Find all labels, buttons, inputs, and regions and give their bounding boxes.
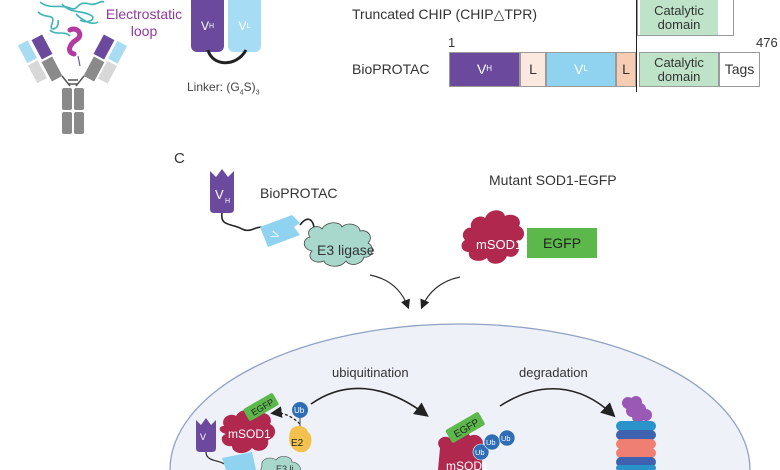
electrostatic-label-line1: Electrostatic bbox=[105, 6, 183, 22]
segment-vl-label: V bbox=[574, 61, 584, 78]
ubiquitinated-msod1: EGFP mSOD1 Ub Ub Ub bbox=[438, 412, 516, 470]
complex-msod1-icon bbox=[219, 409, 276, 454]
ubiq-msod1-icon bbox=[438, 431, 484, 470]
start-index: 1 bbox=[448, 35, 456, 50]
linker-curve-icon bbox=[206, 49, 248, 65]
e2-label: E2 bbox=[291, 438, 304, 449]
complex-e3-label: E3 li bbox=[276, 464, 294, 470]
complex-vh-icon bbox=[196, 418, 216, 452]
bioprotac-c-label: BioPROTAC bbox=[260, 185, 338, 201]
msod1-blob-icon bbox=[461, 210, 525, 264]
protein-ribbon-icon bbox=[37, 0, 105, 37]
antibody-fc bbox=[62, 88, 84, 134]
antibody-illustration bbox=[17, 0, 127, 134]
ub-chain-3-icon bbox=[498, 429, 516, 447]
electrostatic-loop-icon bbox=[67, 26, 83, 57]
vh-domain-icon bbox=[210, 169, 234, 213]
segment-tags: Tags bbox=[719, 52, 760, 87]
proteasome-cap bbox=[622, 396, 652, 423]
scfv-vl-sub: L bbox=[246, 22, 251, 30]
ub-transfer-dashed-arrow bbox=[270, 406, 301, 425]
complex-vl-icon bbox=[222, 452, 256, 470]
antibody-left-arm bbox=[17, 34, 63, 84]
vh-sub: H bbox=[225, 198, 230, 205]
vl-domain-icon bbox=[260, 215, 300, 247]
proteasome-ring-1 bbox=[616, 421, 656, 431]
segment-catalytic-label: Catalytic domain bbox=[654, 54, 704, 84]
complex-ub-label: Ub bbox=[294, 406, 305, 415]
divider-line bbox=[636, 0, 637, 92]
segment-vl-sub: L bbox=[583, 64, 588, 74]
linker-mid: S) bbox=[243, 80, 256, 94]
vl-label: V bbox=[269, 229, 283, 241]
segment-linker-1-label: L bbox=[529, 61, 537, 78]
ub-chain-3-label: Ub bbox=[501, 434, 511, 443]
scfv-vl-label: V bbox=[238, 19, 247, 33]
segment-vh-sub: H bbox=[486, 64, 493, 74]
segment-linker-2-label: L bbox=[622, 61, 630, 78]
linker-sub-4: 4 bbox=[239, 89, 244, 97]
ubiquitination-arrow bbox=[310, 387, 429, 417]
end-index: 476 bbox=[756, 35, 778, 50]
bioprotac-construct: V H V bbox=[210, 169, 373, 267]
proteasome-ring-6 bbox=[616, 465, 656, 470]
complex-egfp-box bbox=[243, 393, 279, 421]
cell-membrane bbox=[169, 323, 751, 470]
truncated-chip-label: Truncated CHIP (CHIP△TPR) bbox=[352, 6, 538, 22]
ub-chain-2-label: Ub bbox=[486, 438, 496, 447]
ub-chain-1-icon bbox=[472, 443, 490, 461]
converging-arrows bbox=[369, 274, 461, 310]
ternary-complex: V EGFP mSOD1 E3 li Ub E2 bbox=[196, 393, 312, 470]
segment-linker-2: L bbox=[616, 52, 636, 87]
mutant-sod1-label: Mutant SOD1-EGFP bbox=[489, 172, 617, 188]
segment-linker-1: L bbox=[520, 52, 546, 87]
scfv-vh-label: V bbox=[200, 19, 209, 33]
egfp-label: EGFP bbox=[542, 235, 582, 251]
proteasome-ring-4 bbox=[616, 448, 656, 458]
e3-ligase-cloud-icon bbox=[303, 222, 373, 267]
ub-chain-1-label: Ub bbox=[475, 448, 485, 457]
panel-c-letter: C bbox=[174, 150, 185, 167]
arrow-from-msod1 bbox=[420, 276, 461, 310]
msod1-label: mSOD1 bbox=[476, 237, 523, 252]
complex-ub-icon bbox=[292, 402, 308, 418]
e2-enzyme-icon bbox=[289, 426, 312, 453]
segment-vh-label: V bbox=[476, 61, 487, 78]
ubiq-msod1-label: mSOD1 bbox=[446, 459, 489, 470]
proteasome-icon bbox=[616, 396, 656, 470]
ubiquitination-label: ubiquitination bbox=[332, 365, 409, 380]
ubiq-egfp-box bbox=[445, 412, 485, 443]
vh-label: V bbox=[215, 187, 224, 202]
segment-catalytic-domain: Catalytic domain bbox=[639, 52, 719, 87]
arrow-from-bioprotac bbox=[369, 274, 410, 310]
degradation-label: degradation bbox=[519, 365, 588, 380]
segment-tags-label: Tags bbox=[724, 61, 755, 78]
antibody-right-arm bbox=[83, 34, 127, 84]
truncated-catalytic-domain: Catalytic domain bbox=[640, 0, 718, 35]
electrostatic-loop-label: Electrostatic loop bbox=[104, 6, 184, 40]
linker-label: Linker: (G4S)3 bbox=[187, 80, 260, 96]
egfp-box: EGFP bbox=[527, 228, 597, 258]
proteasome-ring-2 bbox=[616, 430, 656, 440]
proteasome-ring-3 bbox=[616, 439, 656, 449]
complex-vh-label: V bbox=[200, 432, 206, 442]
complex-e3-cloud-icon bbox=[260, 456, 301, 470]
linker-sub-3: 3 bbox=[255, 89, 260, 97]
bioprotac-label: BioPROTAC bbox=[352, 61, 430, 77]
e3-ligase-label: E3 ligase bbox=[317, 242, 375, 258]
scfv-vh-sub: H bbox=[208, 22, 215, 30]
degradation-arrow bbox=[499, 388, 616, 418]
complex-msod1-label: mSOD1 bbox=[228, 427, 271, 441]
electrostatic-label-line2: loop bbox=[130, 23, 158, 39]
proteasome-ring-5 bbox=[616, 457, 656, 467]
linker-text: Linker: (G bbox=[187, 80, 240, 94]
truncated-catalytic-label: Catalytic domain bbox=[654, 2, 704, 32]
